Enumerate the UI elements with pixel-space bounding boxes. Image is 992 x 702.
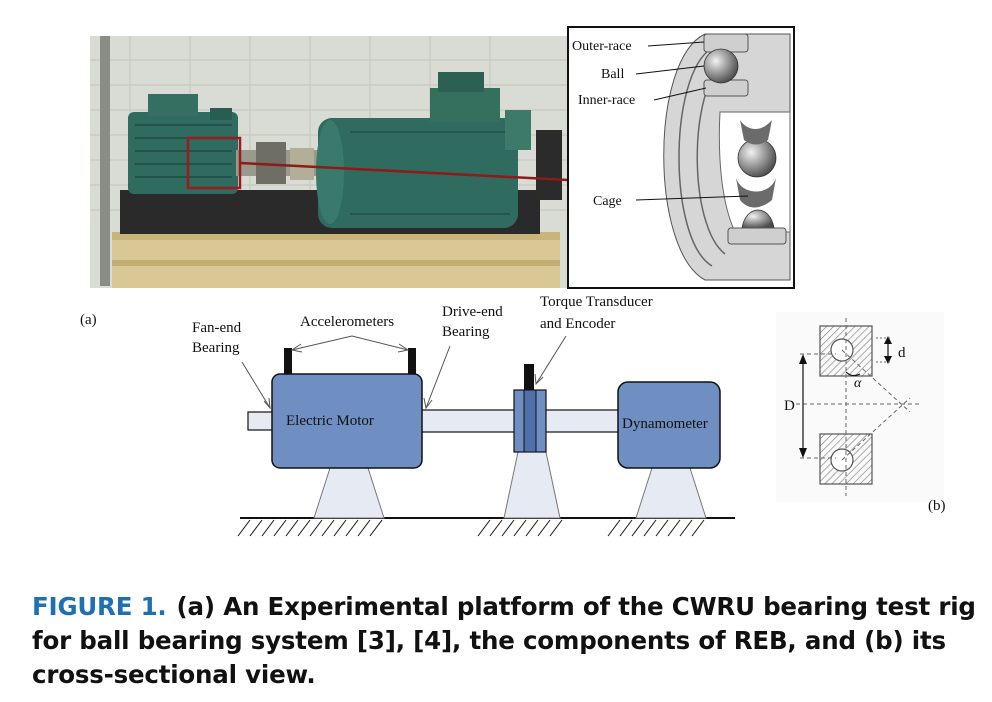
dynamometer-block [617, 381, 721, 469]
figure-caption-text: (a) An Experimental platform of the CWRU… [32, 592, 976, 689]
electric-motor-block [271, 373, 423, 469]
figure-1: Outer-race Ball Inner-race Cage (a) [80, 26, 946, 537]
inner-race-label: Inner-race [578, 93, 635, 108]
drive-end-label-line1: Drive-end [442, 304, 503, 320]
accelerometer-drive-end [408, 348, 416, 374]
D-label: D [784, 398, 795, 414]
panel-a-label: (a) [80, 312, 97, 328]
outer-race-label: Outer-race [572, 39, 632, 54]
bearing-cross-section: d D α [776, 312, 944, 502]
alpha-label: α [854, 376, 862, 391]
fan-end-label-line2: Bearing [192, 340, 240, 356]
accelerometers-label: Accelerometers [300, 314, 394, 330]
panel-b-label: (b) [928, 498, 946, 514]
electric-motor-label: Electric Motor [286, 413, 374, 429]
figure-caption-label: FIGURE 1. [32, 592, 167, 621]
torque-transducer-label-line1: Torque Transducer [540, 294, 653, 310]
fan-end-label-line1: Fan-end [192, 320, 242, 336]
accelerometer-fan-end [284, 348, 292, 374]
cage-label: Cage [593, 194, 622, 209]
rig-schematic: Fan-end Bearing Accelerometers Drive-end… [192, 294, 735, 537]
figure-caption: FIGURE 1.(a) An Experimental platform of… [32, 590, 982, 692]
torque-transducer-label-line2: and Encoder [540, 316, 615, 332]
drive-end-label-line2: Bearing [442, 324, 490, 340]
test-rig-photo [90, 36, 569, 288]
bearing-inset: Outer-race Ball Inner-race Cage [567, 26, 795, 289]
ball-label: Ball [601, 67, 624, 82]
d-label: d [898, 345, 906, 361]
dynamometer-label: Dynamometer [622, 416, 708, 432]
